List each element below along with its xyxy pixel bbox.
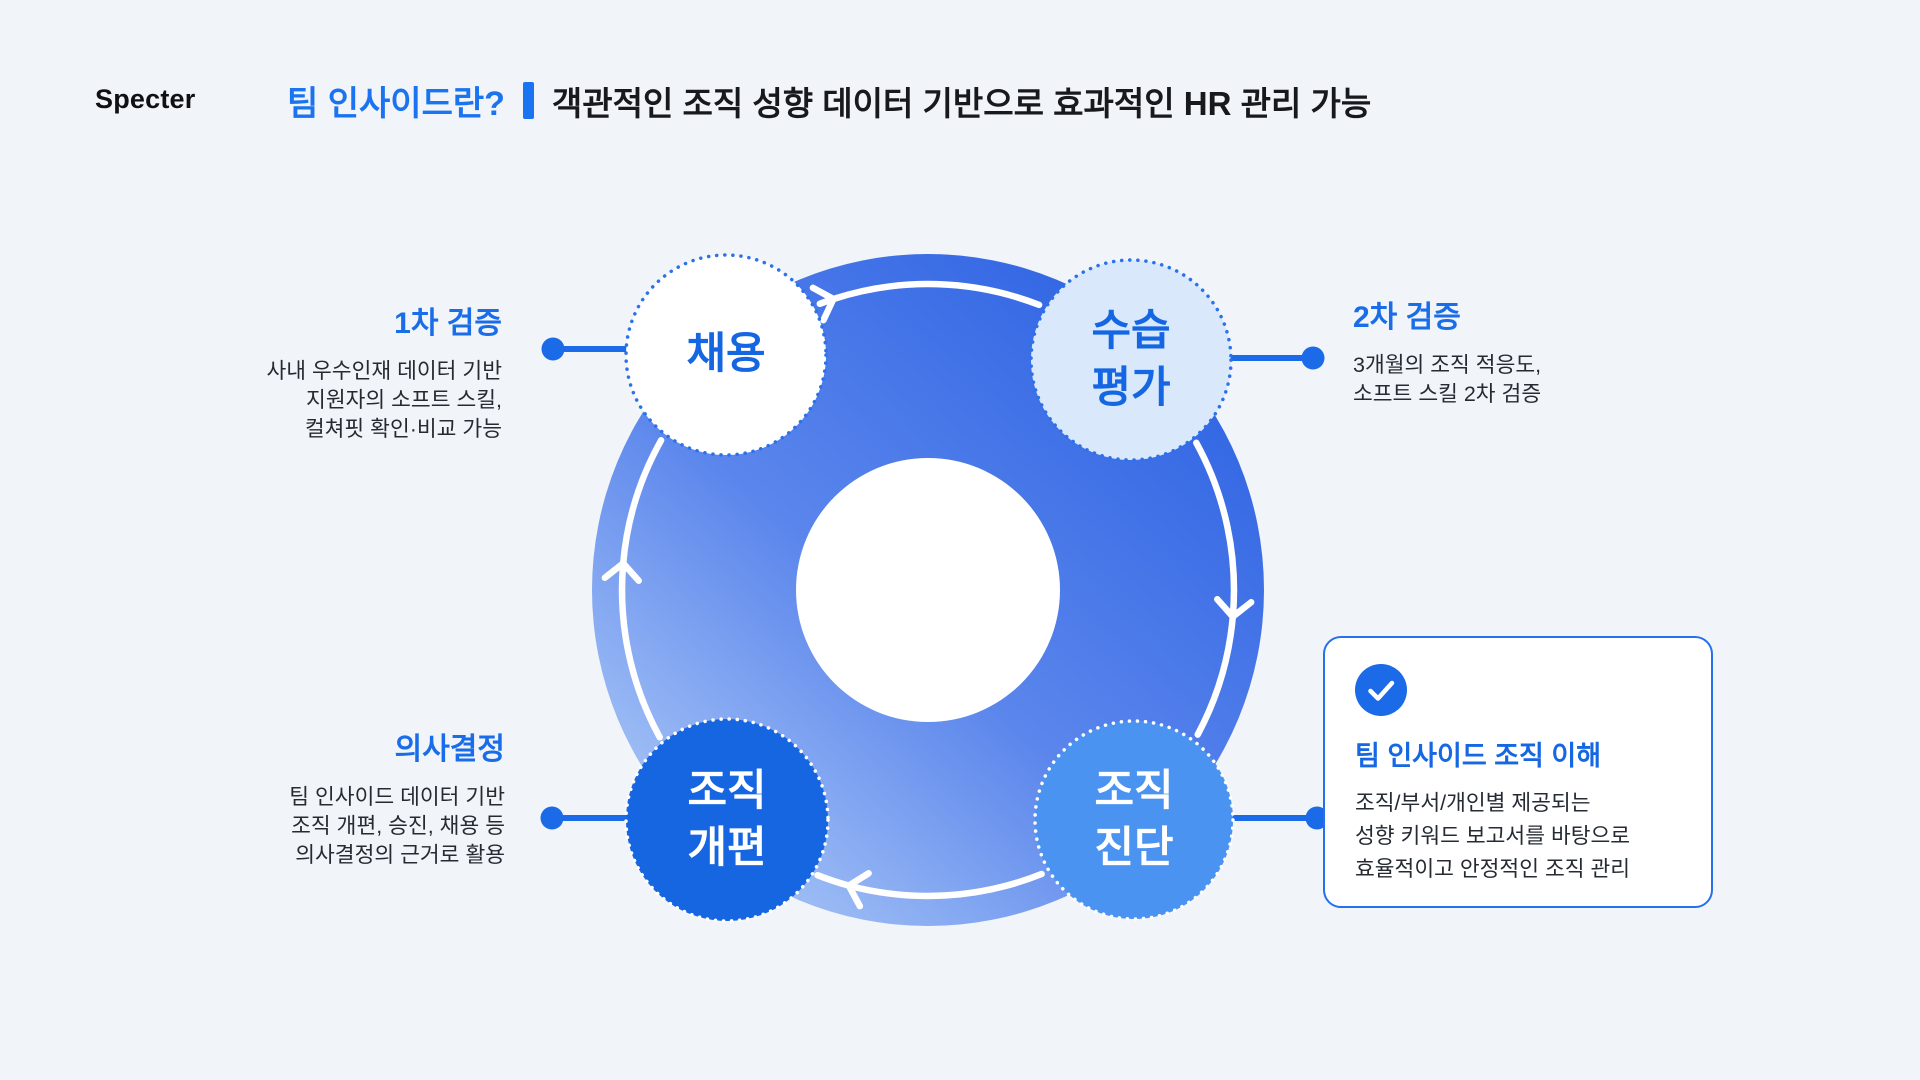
insight-card-line: 효율적이고 안정적인 조직 관리 — [1355, 857, 1631, 881]
connector-dot-decision — [540, 806, 564, 830]
annotation-second-check-heading: 2차 검증 — [1353, 301, 1461, 334]
annotation-second-check-line: 소프트 스킬 2차 검증 — [1353, 382, 1542, 406]
arc-top — [830, 280, 1043, 309]
node-label-reorg-line1: 조직 — [687, 767, 767, 815]
insight-card-heading: 팀 인사이드 조직 이해 — [1355, 741, 1602, 771]
node-label-diagnosis: 조직 진단 — [1034, 763, 1234, 877]
arc-bottom — [814, 871, 853, 889]
node-circle-diagnosis — [1033, 719, 1235, 921]
annotation-decision-line: 팀 인사이드 데이터 기반 — [289, 785, 505, 809]
insight-card-line: 성향 키워드 보고서를 바탕으로 — [1355, 824, 1631, 848]
arc-left-arrow — [601, 560, 663, 741]
arc-left — [619, 437, 665, 567]
node-label-diagnosis-line1: 조직 — [1094, 767, 1174, 815]
arc-bottom-arrow — [845, 870, 1045, 910]
annotation-first-check-heading: 1차 검증 — [394, 307, 502, 340]
callout-connectors — [540, 337, 1329, 830]
node-label-reorg-line2: 개편 — [687, 824, 767, 872]
connector-dot-second-check — [1301, 346, 1325, 370]
annotation-decision-line: 조직 개편, 승진, 채용 등 — [291, 814, 505, 838]
node-circle-probation — [1029, 258, 1233, 462]
node-label-probation: 수습 평가 — [1031, 303, 1231, 417]
annotation-decision: 의사결정 팀 인사이드 데이터 기반 조직 개편, 승진, 채용 등 의사결정의… — [195, 724, 505, 870]
annotation-first-check-line: 지원자의 소프트 스킬, — [306, 388, 502, 412]
annotation-first-check-line: 컬쳐핏 확인·비교 가능 — [304, 417, 502, 441]
node-label-diagnosis-line2: 진단 — [1094, 824, 1174, 872]
node-label-recruit: 채용 — [686, 330, 766, 378]
connector-dot-card — [1305, 806, 1329, 830]
arc-right-arrow — [1193, 439, 1255, 620]
arc-right — [1194, 613, 1237, 738]
annotation-first-check-line: 사내 우수인재 데이터 기반 — [266, 359, 502, 383]
specter-logo: Specter — [95, 84, 196, 114]
connector-dot-first-check — [541, 337, 565, 361]
annotation-second-check: 2차 검증 3개월의 조직 적응도, 소프트 스킬 2차 검증 — [1353, 292, 1663, 409]
node-label-probation-line2: 평가 — [1091, 364, 1171, 412]
annotation-first-check: 1차 검증 사내 우수인재 데이터 기반 지원자의 소프트 스킬, 컬쳐핏 확인… — [192, 298, 502, 444]
annotation-decision-heading: 의사결정 — [394, 733, 505, 766]
node-label-probation-line1: 수습 — [1091, 307, 1171, 355]
page-title: 팀 인사이드란? — [287, 85, 505, 123]
annotation-decision-line: 의사결정의 근거로 활용 — [295, 843, 505, 867]
page-header: 팀 인사이드란? 객관적인 조직 성향 데이터 기반으로 효과적인 HR 관리 … — [287, 76, 1371, 125]
insight-card-line: 조직/부서/개인별 제공되는 — [1355, 791, 1591, 815]
annotation-second-check-line: 3개월의 조직 적응도, — [1353, 353, 1542, 377]
title-divider-bar — [522, 82, 534, 119]
insight-card: 팀 인사이드 조직 이해 조직/부서/개인별 제공되는 성향 키워드 보고서를 … — [1323, 636, 1713, 908]
node-label-reorg: 조직 개편 — [627, 763, 827, 877]
cycle-flow-arrows — [601, 280, 1255, 910]
page-subtitle: 객관적인 조직 성향 데이터 기반으로 효과적인 HR 관리 가능 — [551, 84, 1372, 122]
node-circle-reorg — [624, 717, 830, 923]
node-circle-recruit — [624, 253, 828, 457]
cycle-ring-hole — [796, 458, 1060, 722]
check-icon — [1355, 664, 1407, 716]
